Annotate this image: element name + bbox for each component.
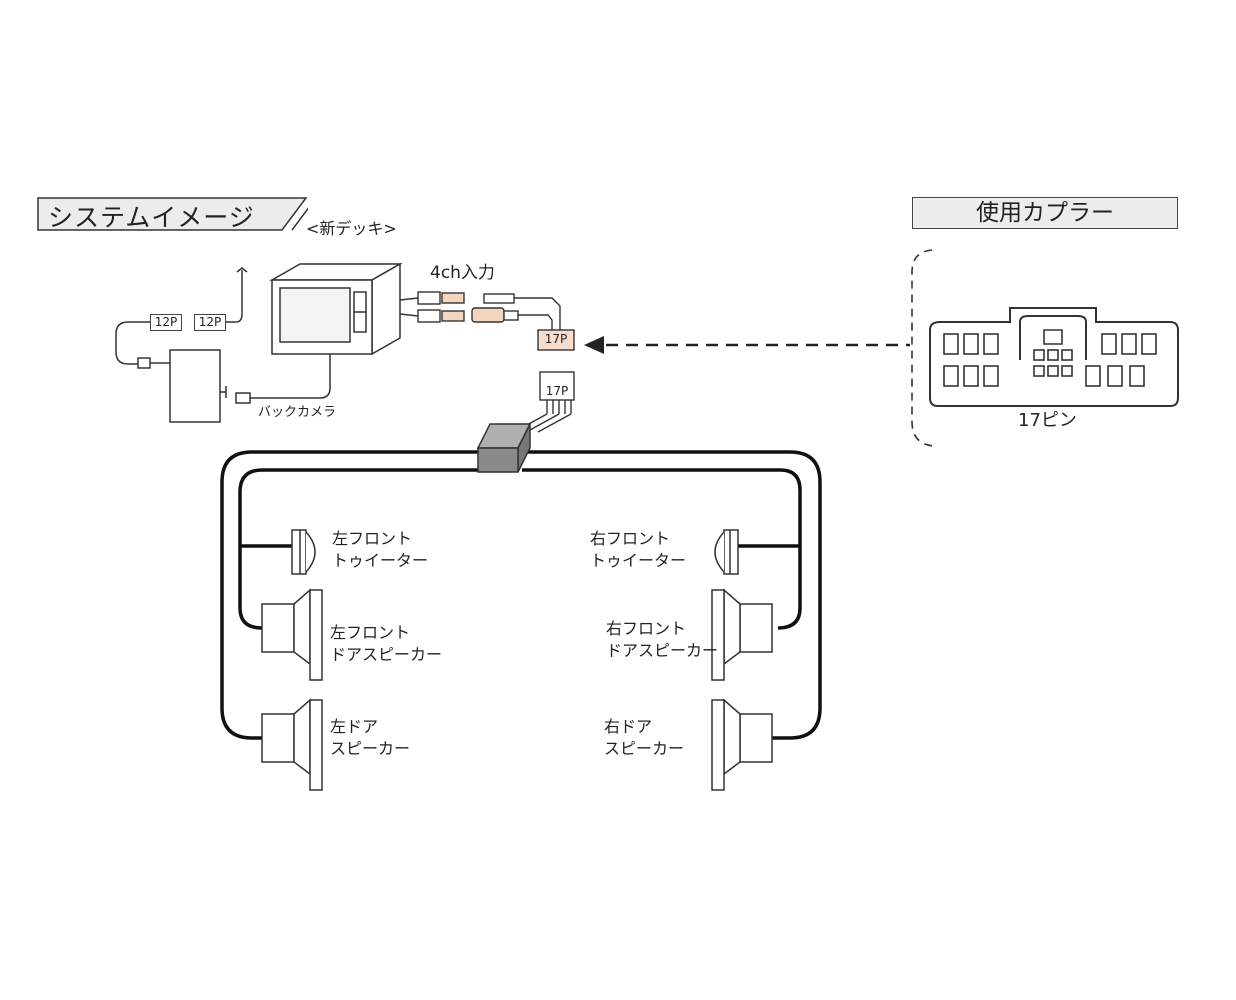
right-front-door-label: 右フロント ドアスピーカー bbox=[606, 619, 719, 660]
left-front-tweeter-label: 左フロント トゥイーター bbox=[332, 529, 429, 570]
left-front-door-speaker bbox=[261, 588, 323, 681]
heading-banner-shape bbox=[37, 197, 308, 231]
head-unit bbox=[269, 262, 403, 356]
system-image-heading-text: システムイメージ bbox=[48, 203, 255, 232]
left-door-speaker bbox=[261, 698, 323, 791]
connector-12p-b: 12P bbox=[194, 314, 226, 331]
connector-12p-a: 12P bbox=[150, 314, 182, 331]
speaker-harness bbox=[220, 450, 822, 740]
connector-17p-b-label: 17P bbox=[545, 384, 569, 398]
camera-wiring bbox=[115, 267, 331, 423]
right-tweeter bbox=[714, 529, 739, 575]
left-front-door-label: 左フロント ドアスピーカー bbox=[330, 623, 443, 664]
system-image-heading: システムイメージ bbox=[36, 196, 308, 232]
coupler-17pin-face bbox=[929, 307, 1179, 407]
coupler-pointer-arrow bbox=[584, 336, 910, 354]
connector-17p-a-label: 17P bbox=[544, 332, 568, 346]
left-door-label: 左ドア スピーカー bbox=[330, 717, 411, 758]
back-camera-label: バックカメラ bbox=[258, 405, 337, 420]
pin-17-label: 17ピン bbox=[1018, 410, 1077, 431]
right-door-speaker bbox=[711, 698, 773, 791]
left-tweeter bbox=[291, 529, 316, 575]
new-deck-label: <新デッキ> bbox=[306, 219, 397, 238]
right-front-tweeter-label: 右フロント トゥイーター bbox=[590, 529, 687, 570]
right-front-door-speaker bbox=[711, 588, 773, 681]
rca-leads bbox=[399, 291, 561, 330]
junction-box bbox=[476, 423, 532, 473]
input-4ch-label: 4ch入力 bbox=[430, 263, 495, 283]
coupler-heading: 使用カプラー bbox=[912, 197, 1178, 229]
right-door-label: 右ドア スピーカー bbox=[604, 717, 685, 758]
